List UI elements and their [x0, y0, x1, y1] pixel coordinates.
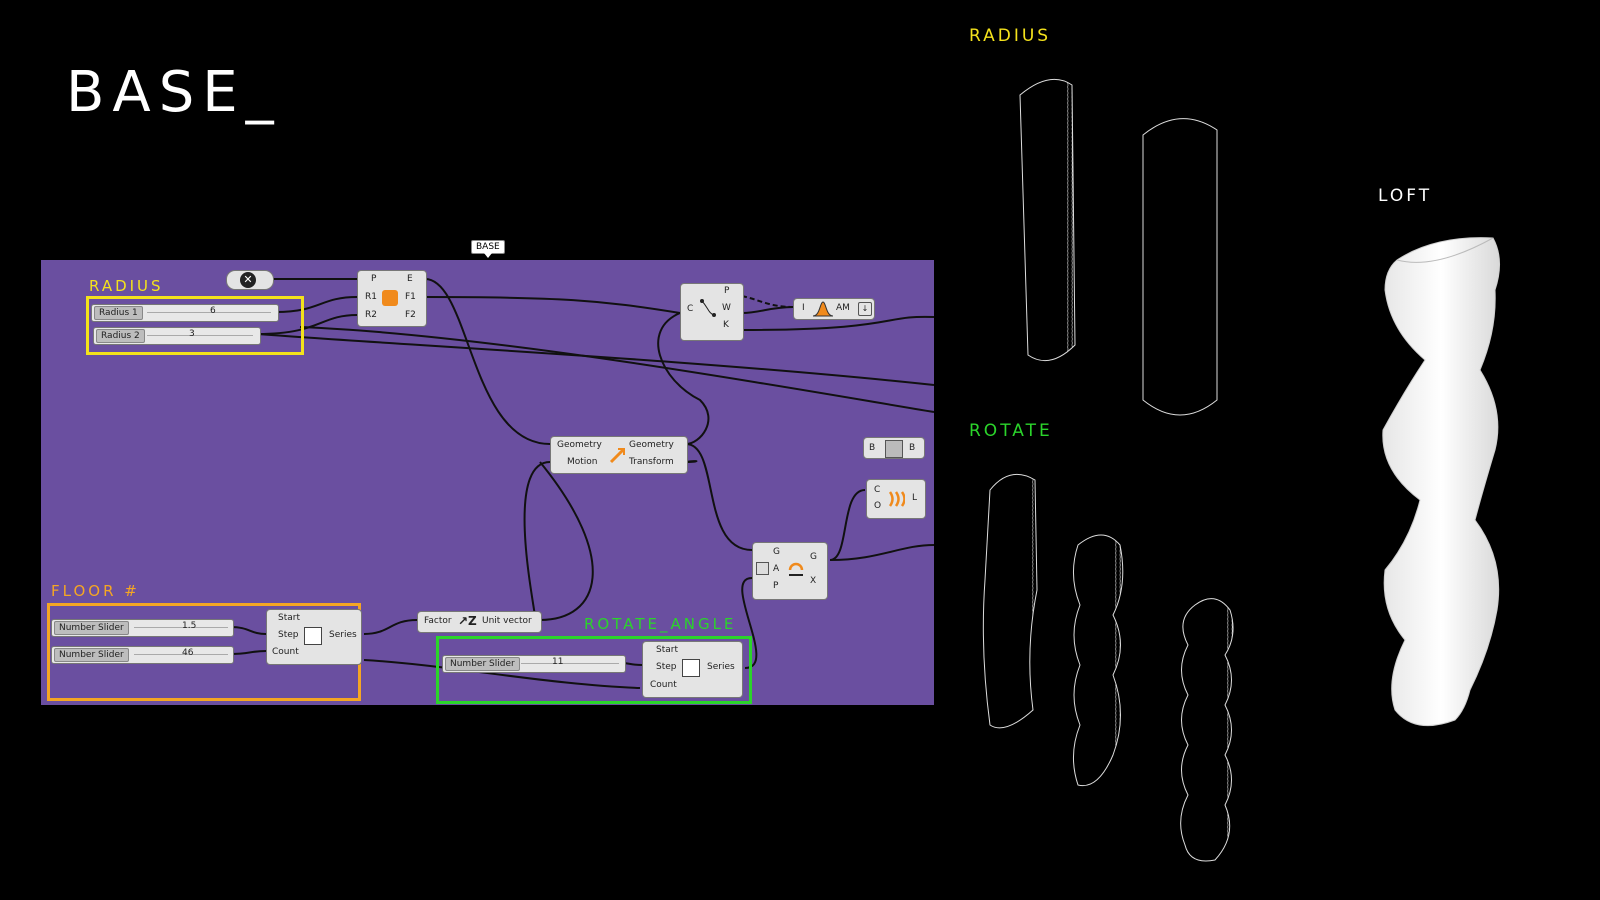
- slider-name: Radius 2: [96, 329, 145, 343]
- ellipse-component[interactable]: P R1 R2 E F1 F2: [357, 270, 427, 327]
- slider-name: Number Slider: [54, 648, 129, 662]
- page-title: BASE_: [66, 60, 282, 125]
- arrow-down-icon[interactable]: ↓: [858, 302, 872, 316]
- param-icon: [756, 562, 769, 575]
- floor-group-label: FLOOR #: [51, 582, 140, 600]
- brep-icon: [885, 440, 903, 458]
- cancel-node[interactable]: ✕: [226, 270, 274, 290]
- radius-wireframe-2: [1142, 118, 1218, 416]
- rotate-angle-slider[interactable]: Number Slider 11: [442, 655, 626, 673]
- brep-component[interactable]: B B: [863, 437, 925, 459]
- rotate-icon: [787, 560, 804, 576]
- slider-value: 3: [189, 329, 195, 339]
- radius-group-label: RADIUS: [89, 277, 164, 295]
- series-icon: [304, 627, 322, 645]
- close-icon: ✕: [240, 272, 256, 288]
- rotate-component[interactable]: G A P G X: [752, 542, 828, 600]
- unit-z-icon: ↗Z: [458, 614, 477, 628]
- floor-start-slider[interactable]: Number Slider 1.5: [51, 619, 234, 637]
- radius-group-frame: [86, 296, 304, 355]
- unit-vector-component[interactable]: Factor ↗Z Unit vector: [417, 611, 542, 633]
- series-component-floor[interactable]: Start Step Count Series: [266, 609, 362, 665]
- rotate-group-label: ROTATE_ANGLE: [584, 615, 737, 633]
- slider-value: 6: [210, 306, 216, 316]
- rotate-label: ROTATE: [969, 421, 1053, 441]
- rotate-wireframe-2: [1073, 534, 1124, 787]
- loft-label: LOFT: [1378, 186, 1433, 206]
- slider-name: Radius 1: [94, 306, 143, 320]
- rotate-wireframe-1: [982, 473, 1038, 729]
- loft-solid-render: [1382, 237, 1500, 727]
- slider-name: Number Slider: [445, 657, 520, 671]
- graph-mapper-component[interactable]: I AM ↓: [793, 298, 875, 320]
- radius-label: RADIUS: [969, 26, 1052, 46]
- rotate-group-frame: [436, 636, 752, 704]
- canvas-group-tag: BASE: [471, 240, 505, 258]
- radius-wireframe-1: [1019, 78, 1076, 362]
- slider-value: 46: [182, 648, 194, 658]
- curve-points-icon: [699, 298, 716, 317]
- bell-curve-icon: [812, 300, 834, 317]
- slider-name: Number Slider: [54, 621, 129, 635]
- slider-value: 11: [552, 657, 564, 667]
- loft-icon: [887, 490, 906, 507]
- floor-count-slider[interactable]: Number Slider 46: [51, 646, 234, 664]
- curve-points-component[interactable]: C P W K: [680, 283, 744, 341]
- series-icon: [682, 659, 700, 677]
- move-arrow-icon: [609, 446, 625, 464]
- ellipse-icon: [382, 290, 398, 306]
- move-component[interactable]: Geometry Motion Geometry Transform: [550, 436, 688, 474]
- radius1-slider[interactable]: Radius 1 6: [91, 304, 279, 322]
- series-component-rotate[interactable]: Start Step Count Series: [642, 641, 743, 698]
- loft-component[interactable]: C O L: [866, 479, 926, 519]
- radius2-slider[interactable]: Radius 2 3: [93, 327, 261, 345]
- slider-value: 1.5: [182, 621, 197, 631]
- rotate-wireframe-3: [1180, 598, 1234, 862]
